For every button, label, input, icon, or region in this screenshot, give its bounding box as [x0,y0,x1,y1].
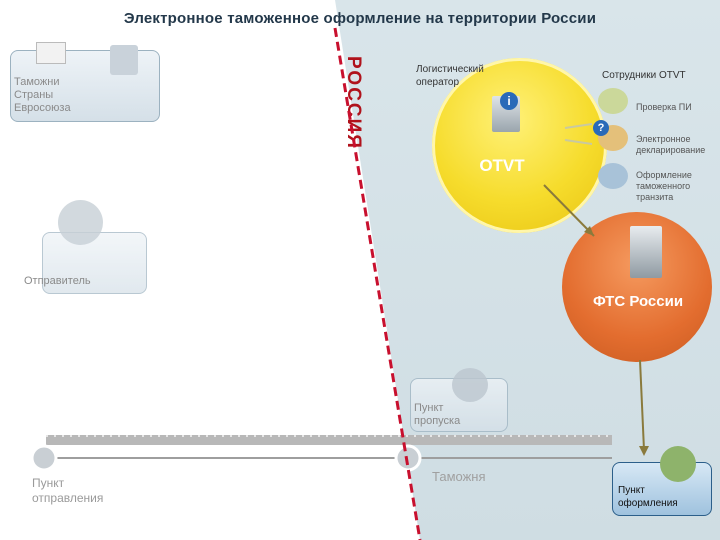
arrowhead [639,446,649,456]
staff-arrows [565,124,592,144]
arrow-fts-clearance [640,360,644,450]
border-line [335,28,420,540]
arrow-otvt-fts [544,185,594,236]
customs-node [396,446,420,470]
departure-node [32,446,56,470]
